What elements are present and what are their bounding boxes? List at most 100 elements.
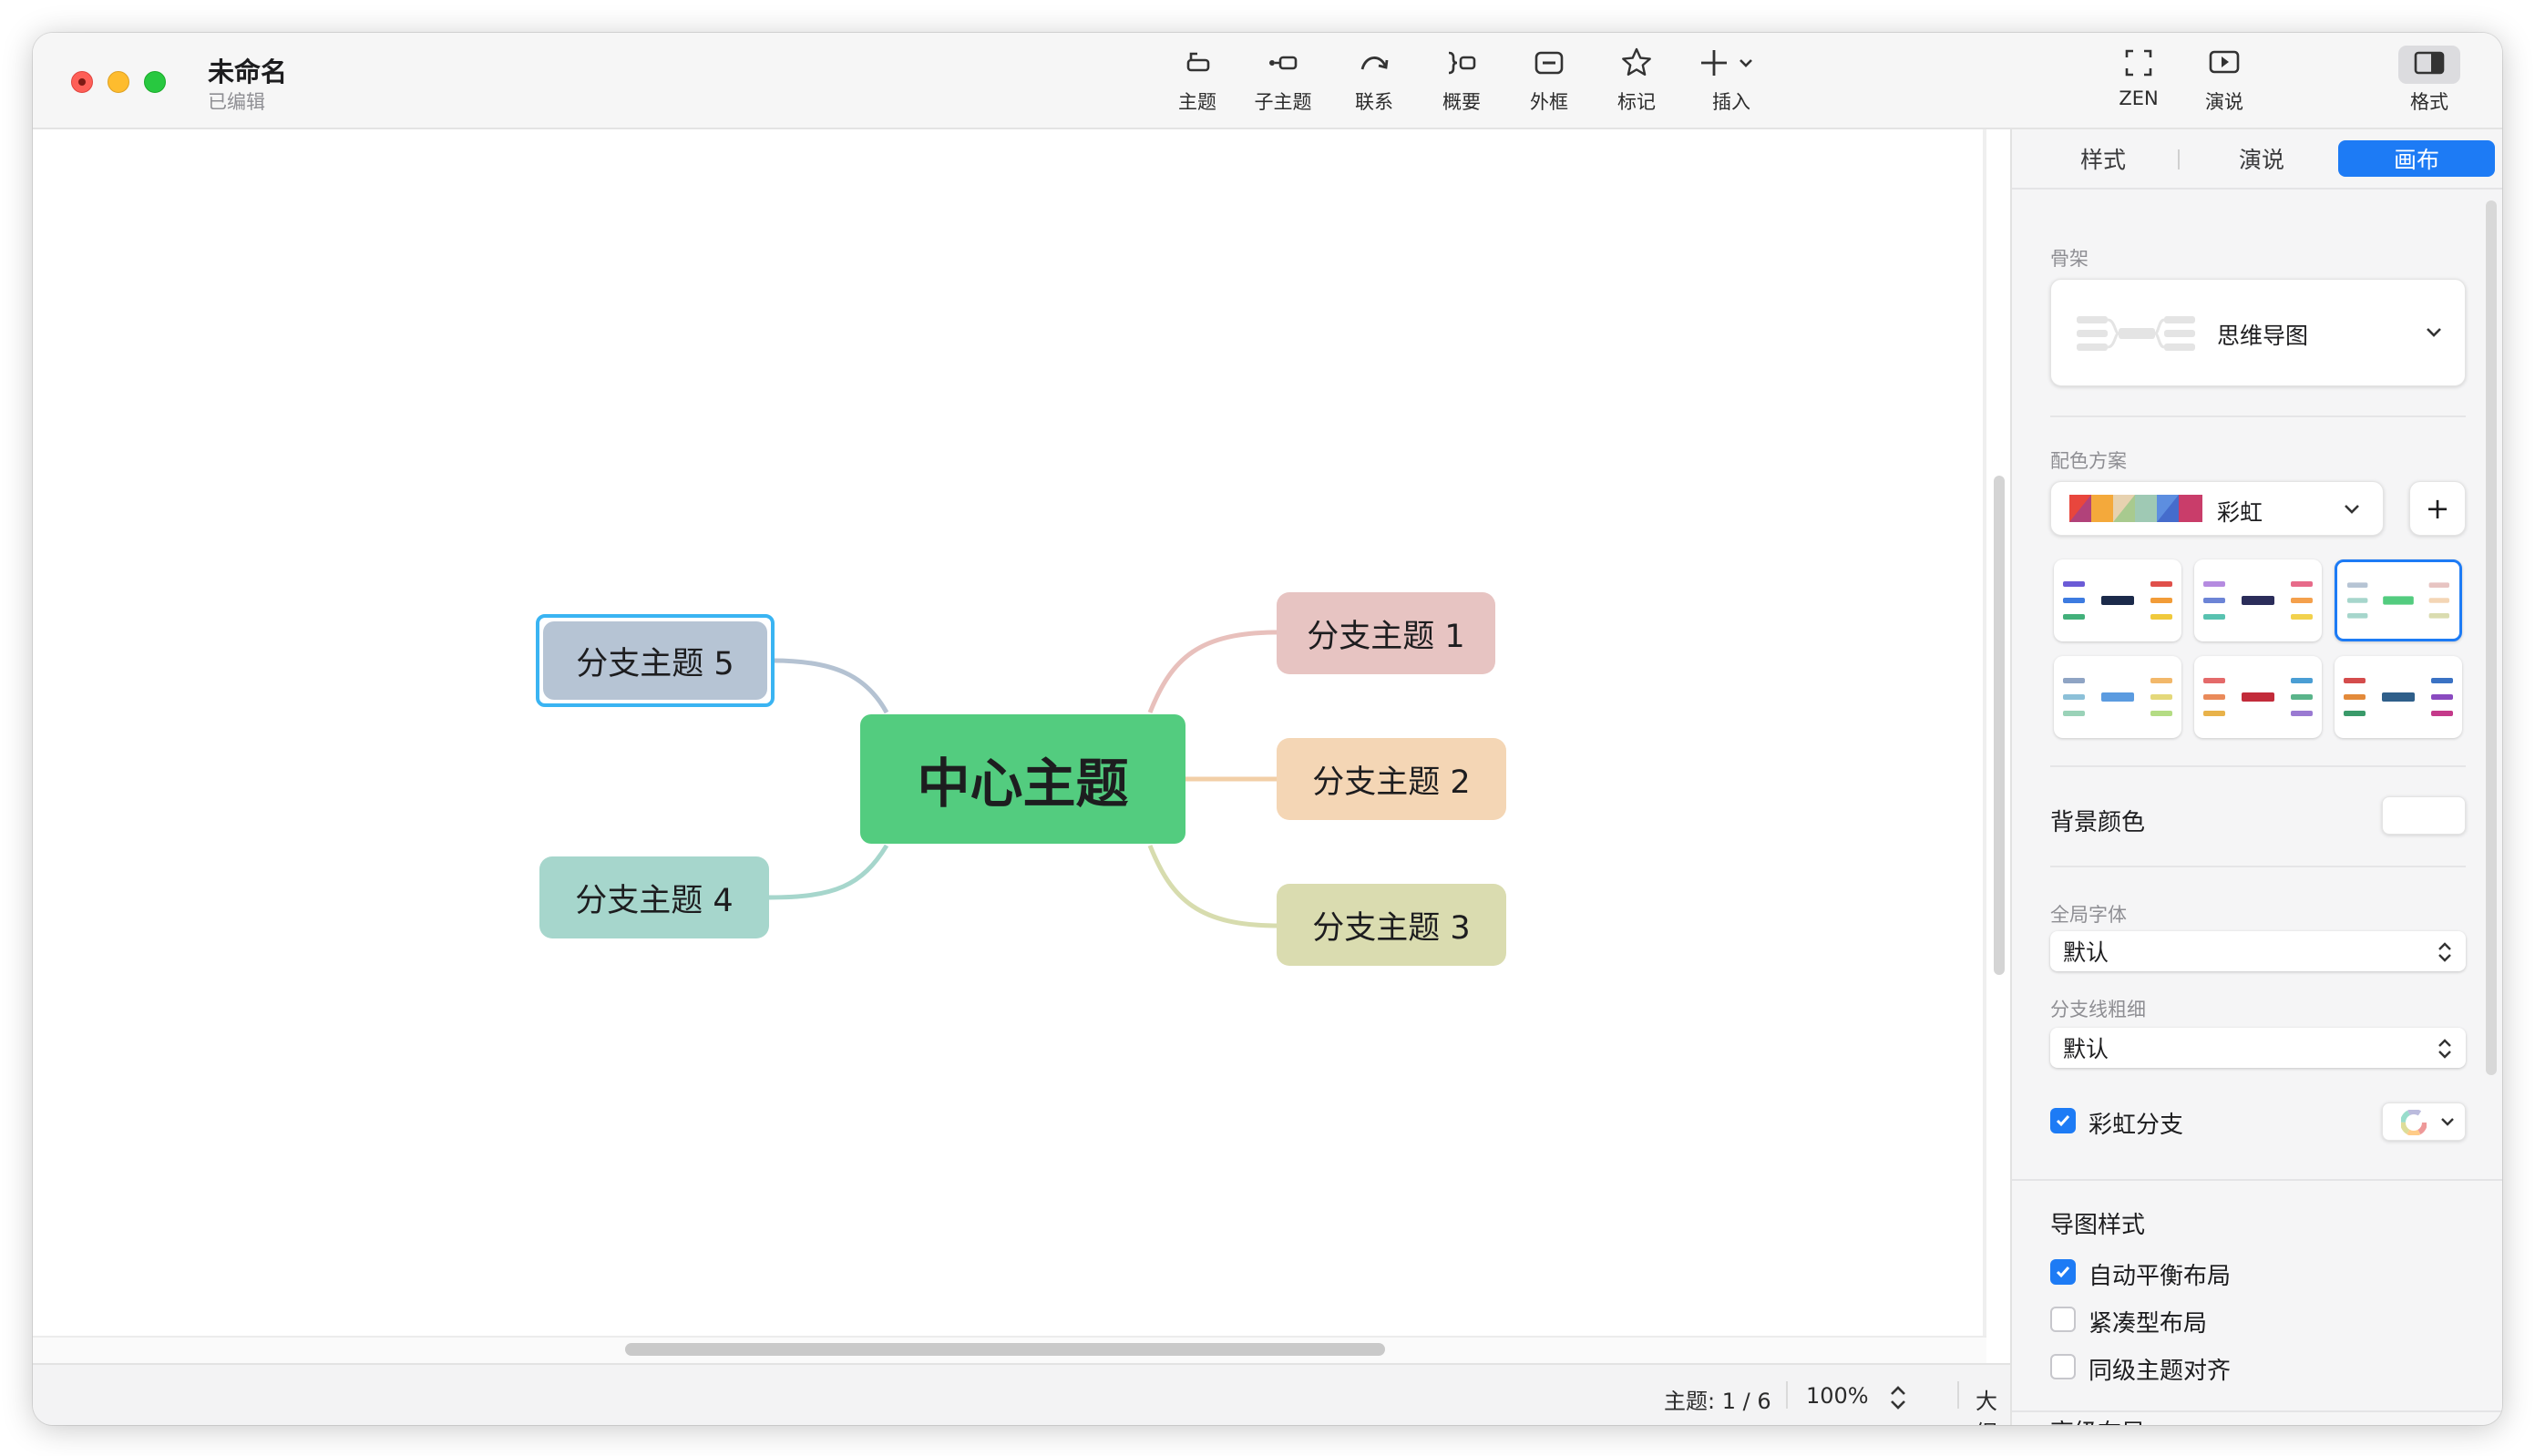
structure-value: 思维导图 [2217, 323, 2309, 349]
background-color-label: 背景颜色 [2050, 809, 2146, 836]
branch-topic-2-label: 分支主题 2 [1312, 764, 1471, 801]
subtopic-button[interactable]: 子主题 [1245, 46, 1321, 122]
boundary-button[interactable]: 外框 [1514, 46, 1584, 122]
theme-thumbnail-6[interactable] [2335, 656, 2462, 738]
zoom-level[interactable]: 100% [1806, 1383, 1869, 1409]
global-font-value: 默认 [2063, 939, 2109, 966]
structure-selector[interactable]: 思维导图 [2050, 279, 2466, 386]
divider [1786, 1381, 1788, 1409]
tab-divider [2178, 149, 2180, 169]
zoom-window-button[interactable] [144, 71, 166, 93]
add-color-scheme-button[interactable]: + [2409, 481, 2466, 536]
branch-topic-1-label: 分支主题 1 [1307, 618, 1465, 655]
boundary-frame-icon [1534, 51, 1564, 75]
insert-button[interactable]: 插入 [1689, 46, 1773, 122]
branch-topic-5[interactable]: 分支主题 5 [543, 621, 767, 700]
topic-button-label: 主题 [1178, 91, 1216, 113]
insert-button-label: 插入 [1712, 91, 1750, 113]
format-panel: 样式 演说 画布 骨架 思维导图 配色方案 彩虹 [2010, 129, 2502, 1425]
status-bar: 主题: 1 / 6 100% 大纲 [33, 1363, 2010, 1425]
relationship-curve-icon [1360, 56, 1389, 70]
theme-thumbnail-4[interactable] [2054, 656, 2181, 738]
color-wheel-icon [2401, 1110, 2427, 1135]
topic-count: 主题: 1 / 6 [1664, 1389, 1771, 1414]
summary-button-label: 概要 [1442, 91, 1481, 113]
format-panel-button[interactable]: 格式 [2396, 46, 2462, 122]
outline-button[interactable]: 大纲 [1976, 1389, 1997, 1425]
branch-topic-4-label: 分支主题 4 [575, 882, 734, 919]
branch-topic-1[interactable]: 分支主题 1 [1277, 592, 1495, 674]
theme-thumbnail-1[interactable] [2054, 559, 2181, 641]
tab-canvas[interactable]: 画布 [2338, 140, 2495, 177]
chevron-down-icon [1740, 59, 1752, 67]
marker-button[interactable]: 标记 [1602, 46, 1671, 122]
summary-brace-icon [1448, 51, 1476, 75]
background-color-well[interactable] [2382, 796, 2466, 835]
topic-icon [1186, 52, 1210, 72]
tab-style-label: 样式 [2079, 147, 2126, 173]
branch-width-value: 默认 [2063, 1036, 2109, 1062]
compact-layout-checkbox[interactable] [2050, 1307, 2076, 1332]
color-scheme-selector[interactable]: 彩虹 [2050, 481, 2384, 536]
advanced-layout-title: 高级布局 [2050, 1414, 2145, 1425]
summary-button[interactable]: 概要 [1427, 46, 1496, 122]
topic-button[interactable]: 主题 [1163, 46, 1232, 122]
boundary-button-label: 外框 [1530, 91, 1568, 113]
branch-connectors [768, 630, 1279, 928]
updown-icon [2438, 1039, 2451, 1059]
minimize-window-button[interactable] [108, 71, 129, 93]
tab-style[interactable]: 样式 [2045, 140, 2161, 177]
rainbow-branch-label: 彩虹分支 [2089, 1112, 2184, 1139]
section-divider [2050, 866, 2466, 867]
panel-scrollbar[interactable] [2486, 200, 2497, 1075]
play-screen-icon [2209, 50, 2240, 74]
branch-line-5 [772, 658, 889, 714]
toolbar: 未命名 已编辑 主题 子主题 联系 概要 外框 标记 插入 [33, 33, 2502, 129]
relationship-button-label: 联系 [1355, 91, 1393, 113]
theme-thumbnail-5[interactable] [2194, 656, 2322, 738]
auto-balance-checkbox[interactable] [2050, 1259, 2076, 1285]
align-siblings-checkbox[interactable] [2050, 1354, 2076, 1379]
canvas-vertical-scrollbar[interactable] [1994, 476, 2005, 975]
theme-thumbnail-3-selected[interactable] [2335, 559, 2462, 641]
structure-label: 骨架 [2050, 248, 2089, 270]
sidebar-icon [2414, 51, 2445, 75]
relationship-button[interactable]: 联系 [1339, 46, 1409, 122]
pitch-button[interactable]: 演说 [2192, 46, 2256, 122]
branch-topic-4[interactable]: 分支主题 4 [539, 856, 769, 938]
plus-icon [1701, 50, 1752, 76]
align-siblings-label: 同级主题对齐 [2089, 1358, 2232, 1385]
color-scheme-label: 配色方案 [2050, 450, 2127, 472]
zen-button[interactable]: ZEN [2107, 46, 2171, 122]
tab-pitch[interactable]: 演说 [2203, 140, 2320, 177]
checkmark-icon [2056, 1266, 2070, 1278]
central-topic[interactable]: 中心主题 [860, 714, 1185, 844]
compact-layout-label: 紧凑型布局 [2089, 1310, 2208, 1338]
central-topic-label: 中心主题 [917, 753, 1129, 815]
rainbow-swatch-icon [2069, 495, 2202, 522]
theme-thumbnail-2[interactable] [2194, 559, 2322, 641]
updown-icon [2438, 942, 2451, 962]
fullscreen-icon [2125, 49, 2152, 77]
rainbow-color-picker[interactable] [2382, 1102, 2466, 1141]
global-font-label: 全局字体 [2050, 904, 2127, 926]
canvas-horizontal-scrollbar[interactable] [625, 1343, 1385, 1356]
branch-width-select[interactable]: 默认 [2050, 1028, 2466, 1068]
section-divider [2050, 415, 2466, 417]
document-title: 未命名 [208, 56, 288, 87]
marker-button-label: 标记 [1617, 91, 1656, 113]
close-window-button[interactable] [71, 71, 93, 93]
branch-line-1 [1147, 630, 1279, 713]
canvas-divider [1983, 129, 1986, 1336]
zen-button-label: ZEN [2119, 87, 2159, 109]
divider [1957, 1381, 1959, 1409]
zoom-stepper-icon[interactable] [1888, 1383, 1908, 1412]
branch-topic-2[interactable]: 分支主题 2 [1277, 738, 1506, 820]
branch-topic-3[interactable]: 分支主题 3 [1277, 884, 1506, 966]
branch-topic-3-label: 分支主题 3 [1312, 909, 1471, 947]
map-style-title: 导图样式 [2050, 1212, 2146, 1239]
mindmap-canvas[interactable]: 中心主题 分支主题 1 分支主题 2 分支主题 3 分支主题 4 分支主题 5 [33, 129, 1983, 1336]
global-font-select[interactable]: 默认 [2050, 931, 2466, 971]
rainbow-branch-checkbox[interactable] [2050, 1108, 2076, 1133]
chevron-down-icon [2427, 328, 2441, 337]
